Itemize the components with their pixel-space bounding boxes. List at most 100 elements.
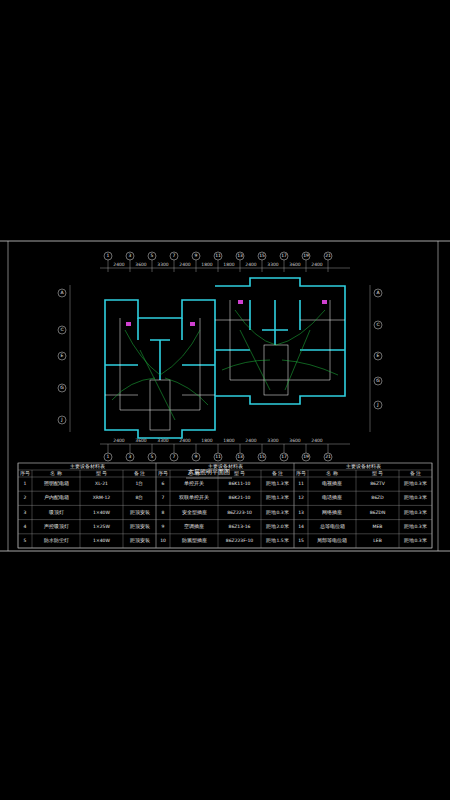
axis-bubble [374, 321, 382, 329]
table-cell: 防溅型插座 [182, 539, 207, 544]
table-cell: 1 [24, 482, 27, 487]
axis-line [328, 444, 329, 453]
axis-bubble [374, 401, 382, 409]
dimension: 2400 [179, 263, 190, 268]
axis-number: 19 [303, 455, 309, 460]
axis-number: 1 [107, 254, 110, 259]
table-cell: 1台 [136, 482, 144, 487]
axis-line [174, 444, 175, 453]
axis-bubble [58, 326, 66, 334]
table-rule [170, 470, 171, 548]
table-cell: 86Z223-10 [227, 510, 252, 515]
table-cell: 双联单控开关 [179, 496, 209, 501]
axis-line [130, 260, 131, 272]
table-cell: 86Z13-16 [229, 524, 251, 529]
axis-bubble [374, 289, 382, 297]
table-cell: 总等电位箱 [320, 524, 345, 529]
column-header: 名 称 [188, 471, 199, 476]
axis-bubble [192, 453, 200, 461]
table-cell: 距地1.3米 [266, 496, 288, 501]
axis-bubble [58, 384, 66, 392]
axis-line [306, 444, 307, 453]
table-cell: 距顶安装 [130, 539, 150, 544]
table-rule [123, 470, 124, 548]
axis-letter: E [61, 354, 64, 359]
column-header: 备 注 [272, 471, 283, 476]
axis-number: 15 [259, 455, 265, 460]
column-header: 序号 [158, 471, 168, 476]
dimension: 3300 [157, 439, 168, 444]
table-cell: 距地2.0米 [266, 524, 288, 529]
table-cell: 照明配电箱 [44, 482, 69, 487]
table-cell: 电视插座 [322, 482, 342, 487]
table-header: 主要设备材料表 [346, 464, 381, 469]
axis-line [130, 444, 131, 453]
axis-bubble [126, 252, 134, 260]
table-cell: 空调插座 [184, 524, 204, 529]
table-cell: 距顶安装 [130, 524, 150, 529]
table-cell: 14 [298, 524, 304, 529]
axis-line [328, 260, 329, 272]
table-cell: 防水防尘灯 [44, 539, 69, 544]
dimension: 2400 [311, 439, 322, 444]
column-header: 序号 [20, 471, 30, 476]
column-header: 备 注 [410, 471, 421, 476]
table-cell: XL-21 [95, 482, 108, 487]
axis-line [240, 260, 241, 272]
table-rule [32, 470, 33, 548]
table-cell: 86Z223F-10 [226, 539, 253, 544]
axis-bubble [170, 252, 178, 260]
axis-bubble [58, 289, 66, 297]
axis-letter: G [376, 379, 380, 384]
column-header: 名 称 [326, 471, 337, 476]
axis-bubble [302, 252, 310, 260]
axis-line [218, 260, 219, 272]
axis-bubble [258, 252, 266, 260]
axis-bubble [236, 453, 244, 461]
axis-letter: J [61, 418, 62, 423]
column-header: 型 号 [372, 471, 383, 476]
dimension: 3600 [135, 263, 146, 268]
axis-line [240, 444, 241, 453]
axis-bubble [374, 377, 382, 385]
axis-line [152, 260, 153, 272]
axis-bubble [258, 453, 266, 461]
axis-number: 9 [195, 455, 198, 460]
axis-line [262, 444, 263, 453]
table-cell: 安全型插座 [182, 510, 207, 515]
table-cell: 86K11-10 [229, 482, 251, 487]
table-cell: 10 [160, 539, 166, 544]
table-cell: 86K21-10 [229, 496, 251, 501]
axis-letter: E [377, 354, 380, 359]
axis-line [284, 444, 285, 453]
axis-bubble [374, 352, 382, 360]
axis-number: 3 [129, 455, 132, 460]
table-cell: 电话插座 [322, 496, 342, 501]
axis-bubble [236, 252, 244, 260]
axis-number: 21 [325, 455, 331, 460]
axis-bubble [148, 252, 156, 260]
axis-bubble [58, 416, 66, 424]
table-cell: 1×25W [93, 524, 110, 529]
axis-number: 5 [151, 455, 154, 460]
table-cell: 86ZTV [370, 482, 385, 487]
table-rule [80, 470, 81, 548]
dimension: 1800 [223, 263, 234, 268]
axis-number: 11 [215, 254, 221, 259]
table-cell: 5 [24, 539, 27, 544]
axis-number: 5 [151, 254, 154, 259]
table-rule [308, 470, 309, 548]
axis-bubble [104, 252, 112, 260]
axis-bubble [126, 453, 134, 461]
axis-number: 3 [129, 254, 132, 259]
axis-number: 17 [281, 254, 287, 259]
axis-line [262, 260, 263, 272]
table-cell: 4 [24, 524, 27, 529]
axis-letter: C [60, 328, 63, 333]
dimension: 2400 [113, 439, 124, 444]
axis-line [174, 260, 175, 272]
table-cell: 距地0.3米 [404, 496, 426, 501]
table-rule [294, 463, 295, 548]
table-rule [218, 470, 219, 548]
table-cell: 单控开关 [184, 482, 204, 487]
